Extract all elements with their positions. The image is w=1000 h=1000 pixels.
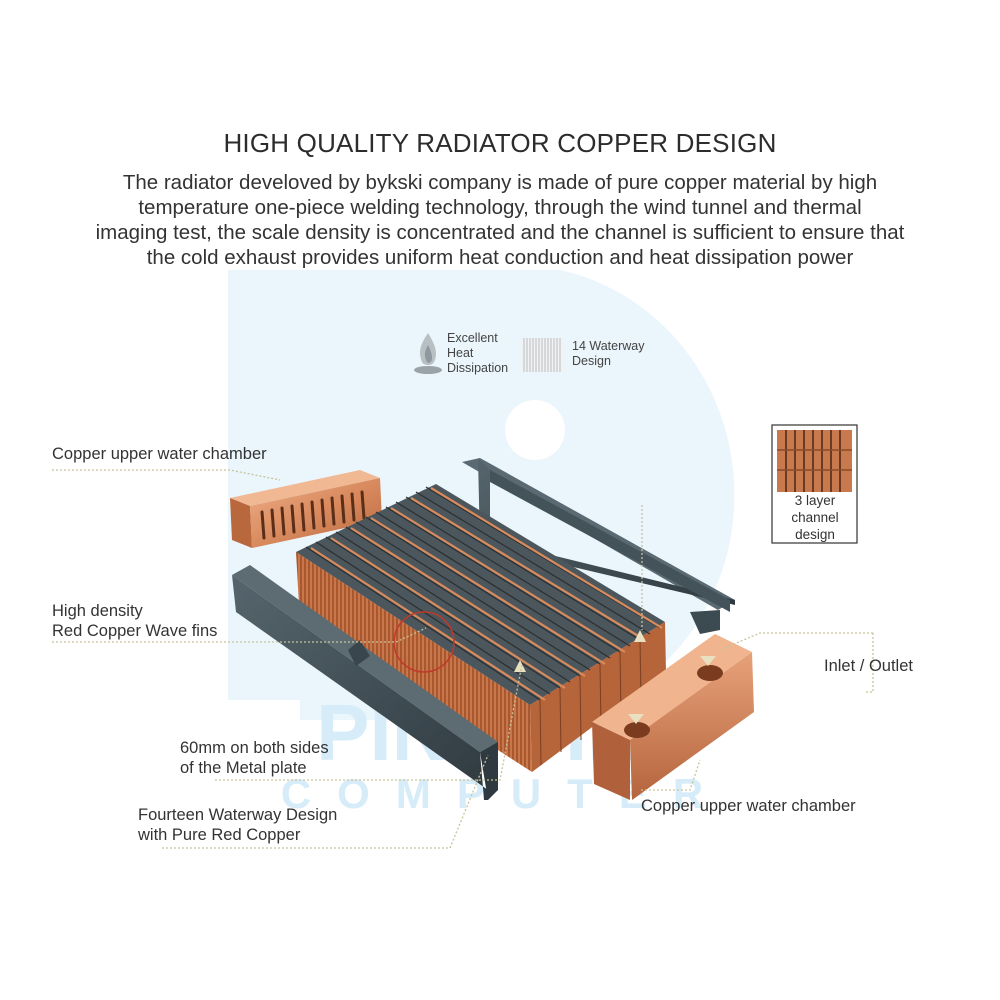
page-title: HIGH QUALITY RADIATOR COPPER DESIGN bbox=[223, 128, 777, 158]
flame-icon bbox=[414, 333, 442, 374]
channel-inset-label: 3 layer channel design bbox=[775, 492, 855, 543]
label-fourteen-line: with Pure Red Copper bbox=[138, 826, 301, 844]
upper-water-chamber-left bbox=[230, 470, 382, 548]
feature-heat-line: Dissipation bbox=[447, 361, 509, 375]
channel-inset-line: 3 layer bbox=[794, 493, 836, 508]
inlet-port bbox=[624, 722, 650, 738]
description-line: the cold exhaust provides uniform heat c… bbox=[146, 246, 854, 269]
label-metal-plate: 60mm on both sides of the Metal plate bbox=[180, 738, 329, 778]
label-wave-fins: High density Red Copper Wave fins bbox=[52, 601, 217, 641]
metal-side-plate-right bbox=[462, 458, 735, 634]
leader-lines bbox=[52, 469, 874, 849]
feature-waterway-line: Design bbox=[572, 354, 611, 368]
label-metal-plate-line: 60mm on both sides bbox=[180, 739, 329, 757]
description-line: imaging test, the scale density is conce… bbox=[95, 221, 905, 244]
feature-heat-dissipation: Excellent Heat Dissipation bbox=[447, 331, 508, 376]
feature-heat-line: Heat bbox=[447, 346, 474, 360]
metal-side-plate-left bbox=[232, 565, 498, 800]
feature-waterway-line: 14 Waterway bbox=[572, 339, 645, 353]
label-wave-fins-line: High density bbox=[52, 602, 143, 620]
fin-core bbox=[296, 484, 666, 772]
label-upper-chamber-right: Copper upper water chamber bbox=[641, 797, 856, 815]
label-metal-plate-line: of the Metal plate bbox=[180, 759, 307, 777]
label-inlet-outlet: Inlet / Outlet bbox=[824, 657, 913, 675]
outlet-port bbox=[697, 665, 723, 681]
feature-waterway: 14 Waterway Design bbox=[572, 339, 644, 369]
feature-heat-line: Excellent bbox=[447, 331, 498, 345]
upper-water-chamber-right bbox=[592, 634, 754, 800]
description-line: temperature one-piece welding technology… bbox=[138, 196, 862, 219]
label-upper-chamber-left: Copper upper water chamber bbox=[52, 445, 267, 463]
label-fourteen-waterway: Fourteen Waterway Design with Pure Red C… bbox=[138, 805, 337, 845]
channel-inset bbox=[771, 424, 858, 544]
label-wave-fins-line: Red Copper Wave fins bbox=[52, 622, 218, 640]
channel-inset-line: design bbox=[795, 527, 835, 542]
waterway-icon bbox=[522, 338, 564, 372]
description: The radiator develoved by bykski company… bbox=[50, 170, 950, 270]
description-line: The radiator develoved by bykski company… bbox=[122, 171, 878, 194]
channel-inset-line: channel bbox=[791, 510, 839, 525]
label-fourteen-line: Fourteen Waterway Design bbox=[138, 806, 338, 824]
